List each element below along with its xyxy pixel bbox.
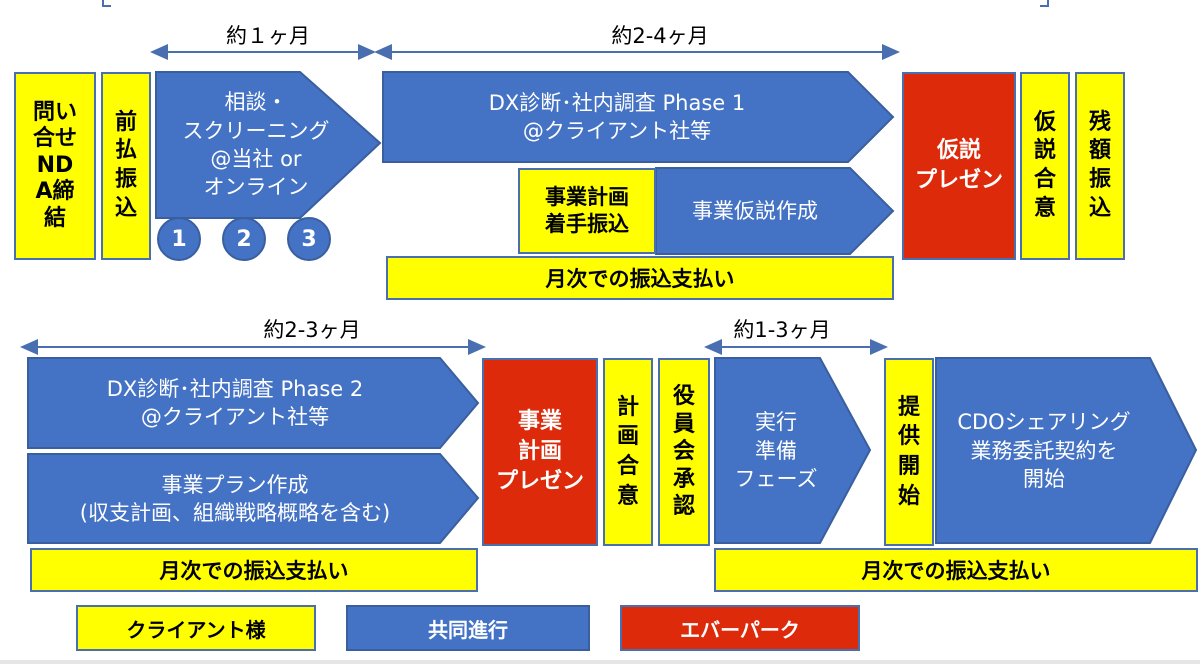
phase1-arrow — [382, 71, 895, 163]
monthly-payment-row2-left: 月次での振込支払い — [30, 548, 478, 592]
plan-start-box: 事業計画 着手振込 — [518, 168, 656, 254]
duration-label-2: 約2-4ヶ月 — [611, 24, 709, 48]
biz-plan-arrow — [27, 453, 480, 544]
legend-client: クライアント様 — [76, 605, 316, 651]
monthly-payment-row2-right: 月次での振込支払い — [714, 548, 1198, 592]
balance-transfer: 残 額 振 込 — [1075, 72, 1125, 260]
execute-arrow — [714, 357, 872, 544]
phase2-arrow — [27, 357, 480, 449]
step-1: 1 — [157, 217, 201, 261]
step-2: 2 — [222, 217, 266, 261]
duration-label-4: 約1-3ヶ月 — [733, 318, 831, 342]
monthly-payment-row1: 月次での振込支払い — [386, 256, 894, 300]
legend-joint: 共同進行 — [346, 605, 590, 651]
bottom-divider — [0, 660, 1200, 664]
hypothesis-arrow — [655, 167, 895, 255]
hypothesis-presentation: 仮説 プレゼン — [902, 72, 1016, 260]
plan-agreement: 計 画 合 意 — [603, 358, 653, 546]
duration-label-3: 約2-3ヶ月 — [263, 318, 361, 342]
hypothesis-agreement: 仮 説 合 意 — [1020, 72, 1070, 260]
duration-label-1: 約１ヶ月 — [226, 24, 310, 48]
consult-arrow — [155, 71, 382, 219]
service-start: 提 供 開 始 — [884, 358, 934, 546]
nda-box: 問い 合せ ND A締 結 — [14, 72, 96, 260]
step-3: 3 — [287, 217, 331, 261]
legend-everpark: エバーパーク — [620, 605, 860, 651]
prepay-box: 前 払 振 込 — [101, 72, 151, 260]
cdo-arrow — [935, 357, 1198, 544]
plan-presentation: 事業 計画 プレゼン — [482, 358, 598, 546]
board-approval: 役 員 会 承 認 — [658, 358, 710, 546]
